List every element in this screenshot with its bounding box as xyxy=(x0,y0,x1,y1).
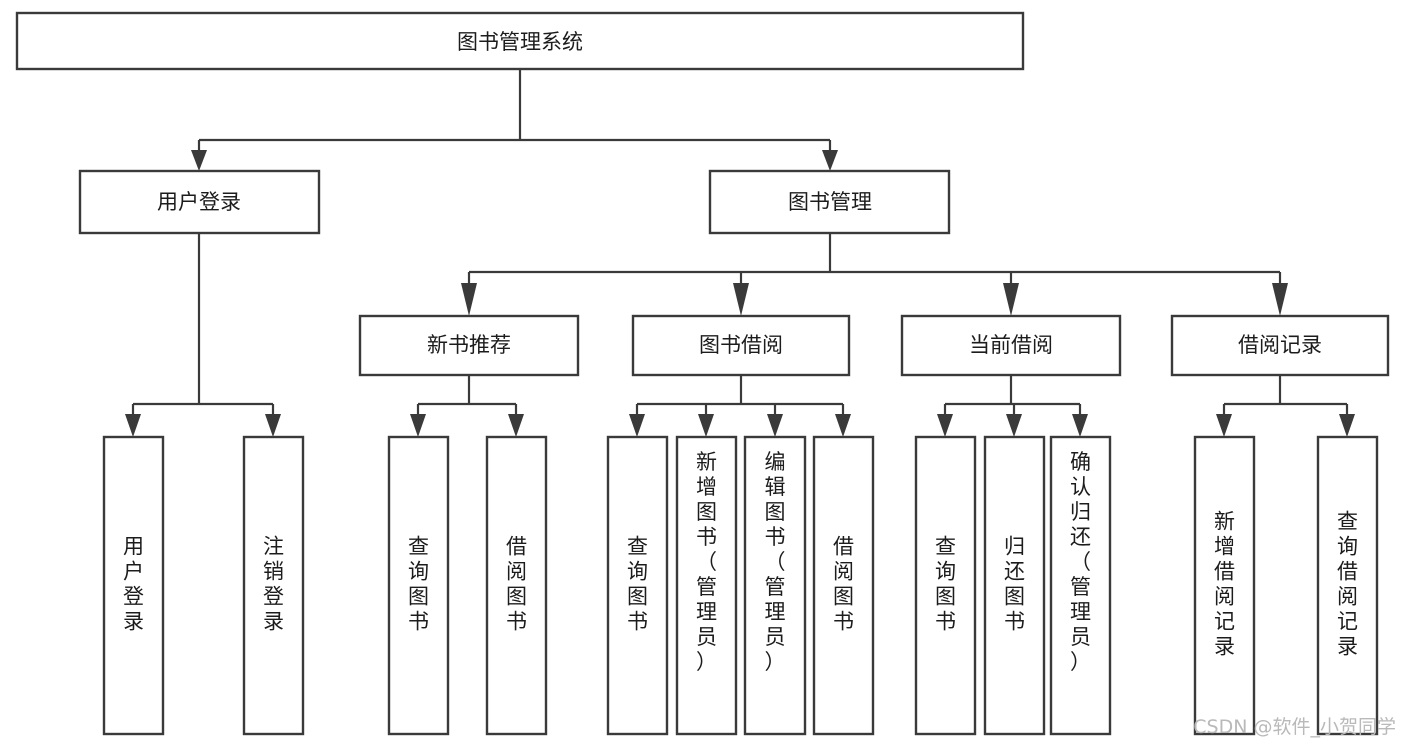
leaf-label: 查询图书 xyxy=(627,534,648,633)
borrow-record-label: 借阅记录 xyxy=(1238,333,1322,357)
leaf-node-0-7528623776[interactable]: 用户登录 xyxy=(102,435,165,736)
arrow-to-leaf-add-borrow-record xyxy=(1216,414,1232,437)
leaf-node-8-67e58be256[interactable]: 查询图书 xyxy=(914,435,977,736)
leaf-label: 查询图书 xyxy=(935,534,956,633)
leaf-label: 编辑图书（管理员） xyxy=(765,450,786,674)
new-book-recommend-label: 新书推荐 xyxy=(427,333,511,357)
arrow-to-leaf-user-login xyxy=(125,414,141,437)
leaf-label: 用户登录 xyxy=(123,534,144,633)
arrow-to-leaf-borrow-book-b xyxy=(835,414,851,437)
arrow-to-leaf-query-book-c xyxy=(937,414,953,437)
leaf-node-11-65b0589e50[interactable]: 新增借阅记录 xyxy=(1193,435,1256,736)
leaf-label: 注销登录 xyxy=(263,534,284,633)
book-borrow-label: 图书借阅 xyxy=(699,333,783,357)
leaf-node-10-786e8ba45f[interactable]: 确认归还（管理员） xyxy=(1049,435,1112,736)
arrow-to-leaf-query-book-b xyxy=(629,414,645,437)
leaf-label: 借阅图书 xyxy=(506,534,527,633)
leaf-box xyxy=(606,435,669,736)
new-book-recommend-box xyxy=(358,314,580,377)
leaf-box xyxy=(242,435,305,736)
leaf-label: 查询图书 xyxy=(408,534,429,633)
arrow-to-leaf-query-book-a xyxy=(410,414,426,437)
leaf-box xyxy=(485,435,548,736)
leaf-label: 新增借阅记录 xyxy=(1214,509,1235,658)
arrow-to-leaf-return-book xyxy=(1006,414,1022,437)
node-borrow-record[interactable]: 借阅记录 xyxy=(1170,314,1390,377)
book-manage-box xyxy=(708,169,951,235)
leaf-label-paren: ） xyxy=(1070,650,1091,674)
leaf-box xyxy=(1193,435,1256,736)
node-user-login[interactable]: 用户登录 xyxy=(78,169,321,235)
borrow-record-box xyxy=(1170,314,1390,377)
leaf-node-9-5f528fd856[interactable]: 归还图书 xyxy=(983,435,1046,736)
leaf-node-6-7f168f9156[interactable]: 编辑图书（管理员） xyxy=(743,435,807,736)
leaf-label-paren: （ xyxy=(696,550,717,574)
leaf-node-layer: 用户登录 注销登录 查询图书 借阅图书 查询图书 新增图书（管理员） 编辑图书（管理员） 借阅… xyxy=(102,435,1379,736)
leaf-label: 查询借阅记录 xyxy=(1337,509,1358,658)
node-current-borrow[interactable]: 当前借阅 xyxy=(900,314,1122,377)
leaf-box xyxy=(1049,435,1112,736)
leaf-box xyxy=(743,435,807,736)
root-box xyxy=(15,11,1025,71)
book-manage-label: 图书管理 xyxy=(788,190,872,214)
leaf-box xyxy=(102,435,165,736)
current-borrow-box xyxy=(900,314,1122,377)
leaf-label: 新增图书（管理员） xyxy=(696,450,717,674)
edge-layer xyxy=(125,69,1355,437)
leaf-node-2-67e58be256[interactable]: 查询图书 xyxy=(387,435,450,736)
csdn-watermark: CSDN @软件_小贺同学 xyxy=(1193,716,1396,738)
leaf-node-5-65b0589e56[interactable]: 新增图书（管理员） xyxy=(675,435,738,736)
leaf-node-7-501f960556[interactable]: 借阅图书 xyxy=(812,435,875,736)
arrow-root-to-book-manage xyxy=(822,150,838,171)
leaf-label-paren: ） xyxy=(765,650,786,674)
leaf-label: 确认归还（管理员） xyxy=(1070,450,1091,674)
arrow-to-new-book-recommend xyxy=(461,283,477,316)
leaf-box xyxy=(1316,435,1379,736)
user-login-box xyxy=(78,169,321,235)
current-borrow-label: 当前借阅 xyxy=(969,333,1053,357)
leaf-box xyxy=(983,435,1046,736)
node-root-system[interactable]: 图书管理系统 xyxy=(15,11,1025,71)
arrow-to-leaf-add-book xyxy=(698,414,714,437)
node-book-borrow[interactable]: 图书借阅 xyxy=(631,314,851,377)
leaf-box xyxy=(387,435,450,736)
leaf-label-paren: ） xyxy=(696,650,717,674)
leaf-node-3-501f960556[interactable]: 借阅图书 xyxy=(485,435,548,736)
leaf-box xyxy=(812,435,875,736)
leaf-node-12-67e58be250[interactable]: 查询借阅记录 xyxy=(1316,435,1379,736)
leaf-label-paren: （ xyxy=(1070,550,1091,574)
leaf-label: 借阅图书 xyxy=(833,534,854,633)
leaf-box xyxy=(914,435,977,736)
leaf-label-paren: （ xyxy=(765,550,786,574)
arrow-to-leaf-logout xyxy=(265,414,281,437)
arrow-to-book-borrow xyxy=(733,283,749,316)
leaf-node-4-67e58be256[interactable]: 查询图书 xyxy=(606,435,669,736)
arrow-to-leaf-borrow-book-a xyxy=(508,414,524,437)
book-borrow-box xyxy=(631,314,851,377)
arrow-to-current-borrow xyxy=(1003,283,1019,316)
leaf-label: 归还图书 xyxy=(1004,534,1025,633)
arrow-to-leaf-query-borrow-record xyxy=(1339,414,1355,437)
arrow-root-to-user-login xyxy=(191,150,207,171)
root-label: 图书管理系统 xyxy=(457,30,583,54)
leaf-node-1-6ce8950076[interactable]: 注销登录 xyxy=(242,435,305,736)
arrow-to-borrow-record xyxy=(1272,283,1288,316)
arrow-to-leaf-confirm-return xyxy=(1072,414,1088,437)
leaf-box xyxy=(675,435,738,736)
node-new-book-recommend[interactable]: 新书推荐 xyxy=(358,314,580,377)
arrow-to-leaf-edit-book xyxy=(767,414,783,437)
user-login-label: 用户登录 xyxy=(157,190,241,214)
node-book-manage[interactable]: 图书管理 xyxy=(708,169,951,235)
